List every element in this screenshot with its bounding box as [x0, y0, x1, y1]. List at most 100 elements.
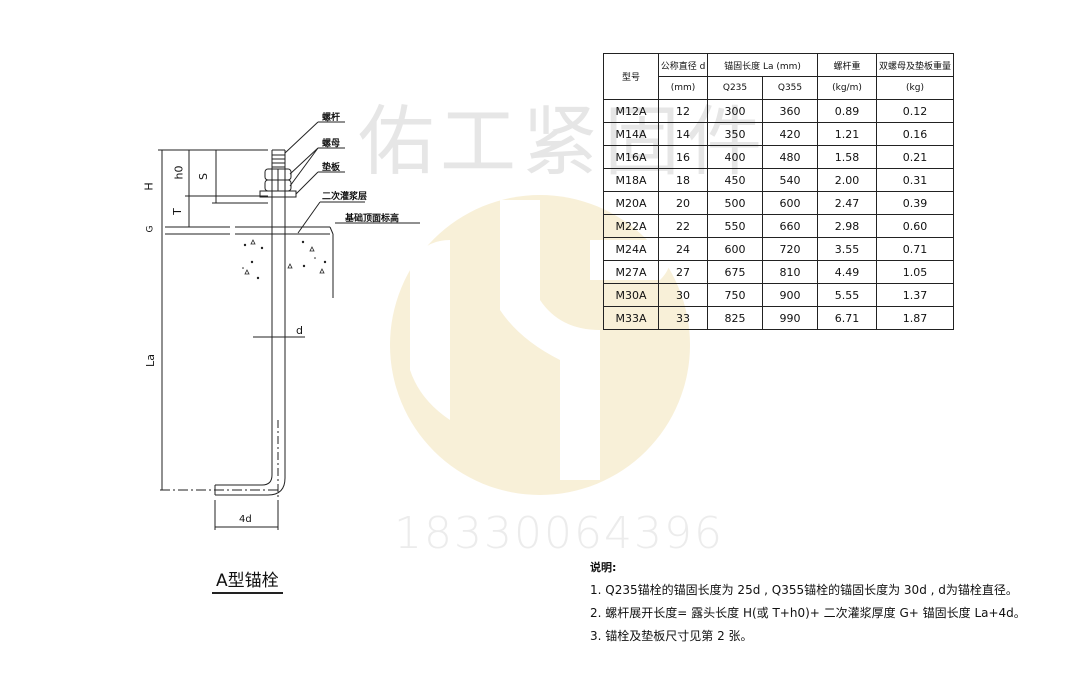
- cell-q355: 360: [762, 99, 818, 123]
- header-diameter-unit: (mm): [658, 76, 708, 100]
- cell-d: 24: [658, 237, 708, 261]
- cell-rod: 3.55: [817, 237, 877, 261]
- label-foundation-top: 基础顶面标高: [345, 214, 400, 224]
- spec-table: 型号 公称直径 d 锚固长度 La (mm) 螺杆重 双螺母及垫板重量 (mm)…: [603, 53, 954, 330]
- notes-section: 说明: 1. Q235锚栓的锚固长度为 25d , Q355锚栓的锚固长度为 3…: [590, 556, 1026, 648]
- cell-nut: 0.12: [876, 99, 954, 123]
- note-item: 2. 螺杆展开长度= 露头长度 H(或 T+h0)+ 二次灌浆厚度 G+ 锚固长…: [590, 606, 1026, 620]
- header-q355: Q355: [762, 76, 818, 100]
- cell-q355: 990: [762, 306, 818, 330]
- cell-q235: 350: [707, 122, 763, 146]
- cell-q355: 810: [762, 260, 818, 284]
- cell-model: M30A: [603, 283, 659, 307]
- cell-model: M33A: [603, 306, 659, 330]
- dim-h0: h0: [172, 165, 186, 180]
- cell-nut: 0.39: [876, 191, 954, 215]
- cell-model: M24A: [603, 237, 659, 261]
- cell-d: 18: [658, 168, 708, 192]
- cell-q355: 600: [762, 191, 818, 215]
- cell-rod: 1.21: [817, 122, 877, 146]
- dim-G: G: [145, 225, 156, 233]
- cell-q235: 300: [707, 99, 763, 123]
- cell-nut: 0.60: [876, 214, 954, 238]
- cell-nut: 1.05: [876, 260, 954, 284]
- dim-d: d: [296, 324, 303, 337]
- dim-La: La: [143, 354, 157, 367]
- cell-model: M18A: [603, 168, 659, 192]
- cell-q235: 600: [707, 237, 763, 261]
- dim-T: T: [170, 208, 184, 215]
- cell-nut: 0.21: [876, 145, 954, 169]
- label-bolt-rod: 螺杆: [322, 113, 341, 123]
- cell-q235: 500: [707, 191, 763, 215]
- cell-q355: 900: [762, 283, 818, 307]
- cell-rod: 6.71: [817, 306, 877, 330]
- cell-d: 22: [658, 214, 708, 238]
- cell-q235: 400: [707, 145, 763, 169]
- cell-nut: 0.31: [876, 168, 954, 192]
- cell-rod: 1.58: [817, 145, 877, 169]
- cell-q355: 540: [762, 168, 818, 192]
- cell-rod: 2.98: [817, 214, 877, 238]
- dim-H: H: [142, 182, 156, 191]
- note-item: 3. 锚栓及垫板尺寸见第 2 张。: [590, 629, 753, 643]
- cell-q235: 450: [707, 168, 763, 192]
- watermark-phone: 18330064396: [394, 508, 724, 559]
- label-washer-plate: 垫板: [322, 163, 341, 173]
- cell-q235: 825: [707, 306, 763, 330]
- cell-model: M14A: [603, 122, 659, 146]
- cell-model: M16A: [603, 145, 659, 169]
- cell-model: M22A: [603, 214, 659, 238]
- header-anchor-length: 锚固长度 La (mm): [707, 53, 818, 77]
- cell-nut: 1.87: [876, 306, 954, 330]
- cell-q235: 675: [707, 260, 763, 284]
- dim-4d: 4d: [239, 514, 252, 525]
- dim-S: S: [196, 173, 210, 180]
- cell-rod: 2.00: [817, 168, 877, 192]
- label-nut: 螺母: [322, 139, 341, 149]
- cell-d: 33: [658, 306, 708, 330]
- cell-rod: 4.49: [817, 260, 877, 284]
- cell-nut: 0.16: [876, 122, 954, 146]
- cell-q355: 420: [762, 122, 818, 146]
- cell-rod: 2.47: [817, 191, 877, 215]
- cell-nut: 1.37: [876, 283, 954, 307]
- cell-q235: 550: [707, 214, 763, 238]
- cell-d: 27: [658, 260, 708, 284]
- header-model: 型号: [603, 53, 659, 100]
- cell-d: 16: [658, 145, 708, 169]
- cell-q355: 720: [762, 237, 818, 261]
- cell-q355: 480: [762, 145, 818, 169]
- cell-q355: 660: [762, 214, 818, 238]
- notes-title: 说明:: [590, 561, 617, 574]
- cell-model: M20A: [603, 191, 659, 215]
- header-nut-weight-unit: (kg): [876, 76, 954, 100]
- header-rod-weight-unit: (kg/m): [817, 76, 877, 100]
- cell-model: M27A: [603, 260, 659, 284]
- label-secondary-grout: 二次灌浆层: [322, 192, 368, 202]
- header-diameter: 公称直径 d: [658, 53, 708, 77]
- note-item: 1. Q235锚栓的锚固长度为 25d , Q355锚栓的锚固长度为 30d ,…: [590, 583, 1018, 597]
- header-rod-weight: 螺杆重: [817, 53, 877, 77]
- drawing-caption: A型锚栓: [212, 566, 283, 594]
- cell-rod: 5.55: [817, 283, 877, 307]
- cell-model: M12A: [603, 99, 659, 123]
- cell-rod: 0.89: [817, 99, 877, 123]
- cell-d: 12: [658, 99, 708, 123]
- cell-q235: 750: [707, 283, 763, 307]
- cell-d: 14: [658, 122, 708, 146]
- cell-d: 20: [658, 191, 708, 215]
- cell-d: 30: [658, 283, 708, 307]
- header-q235: Q235: [707, 76, 763, 100]
